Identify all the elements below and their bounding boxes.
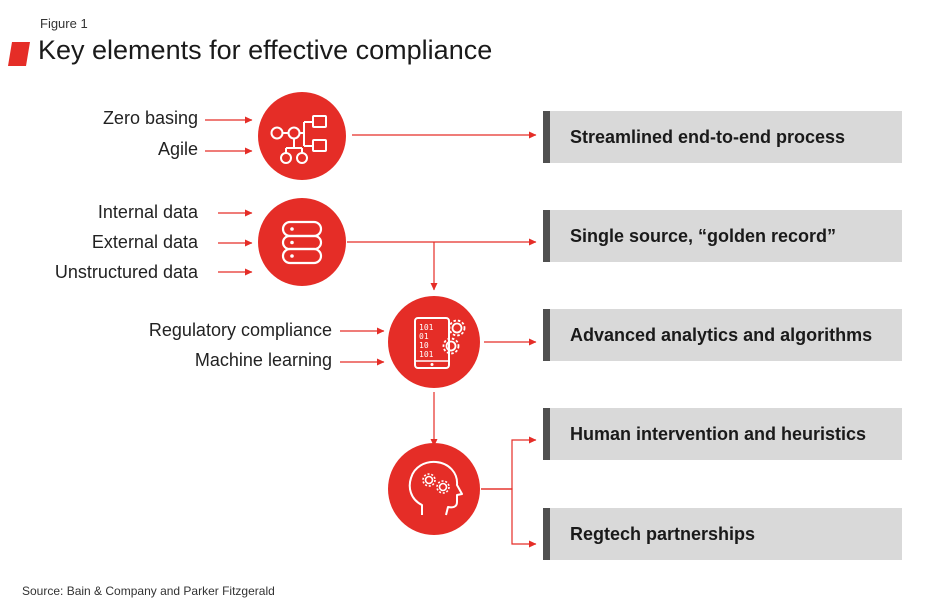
head-gears-icon: [388, 443, 480, 535]
input-external-data: External data: [91, 232, 198, 252]
outcome-human-intervention: Human intervention and heuristics: [543, 408, 902, 460]
tablet-binary-gears-icon: 101 01 10 101: [388, 296, 480, 388]
svg-text:101: 101: [419, 350, 434, 359]
database-icon: [258, 198, 346, 286]
input-regulatory-compliance: Regulatory compliance: [148, 320, 332, 340]
connector-lines: [205, 116, 537, 548]
outcome-streamlined-process: Streamlined end-to-end process: [543, 111, 902, 163]
process-flow-icon: [258, 92, 346, 180]
svg-text:01: 01: [419, 332, 429, 341]
input-machine-learning: Machine learning: [194, 350, 332, 370]
input-unstructured-data: Unstructured data: [54, 262, 198, 282]
input-zero-basing: Zero basing: [102, 108, 198, 128]
input-agile: Agile: [157, 139, 198, 159]
outcome-single-source: Single source, “golden record”: [543, 210, 902, 262]
input-internal-data: Internal data: [97, 202, 198, 222]
svg-text:10: 10: [419, 341, 429, 350]
figure-label: Figure 1: [40, 16, 88, 31]
source-note: Source: Bain & Company and Parker Fitzge…: [22, 584, 275, 598]
title-marker-icon: [8, 42, 30, 66]
page-title: Key elements for effective compliance: [38, 35, 493, 65]
outcome-regtech-partnerships: Regtech partnerships: [543, 508, 902, 560]
outcome-advanced-analytics: Advanced analytics and algorithms: [543, 309, 902, 361]
svg-text:101: 101: [419, 323, 434, 332]
